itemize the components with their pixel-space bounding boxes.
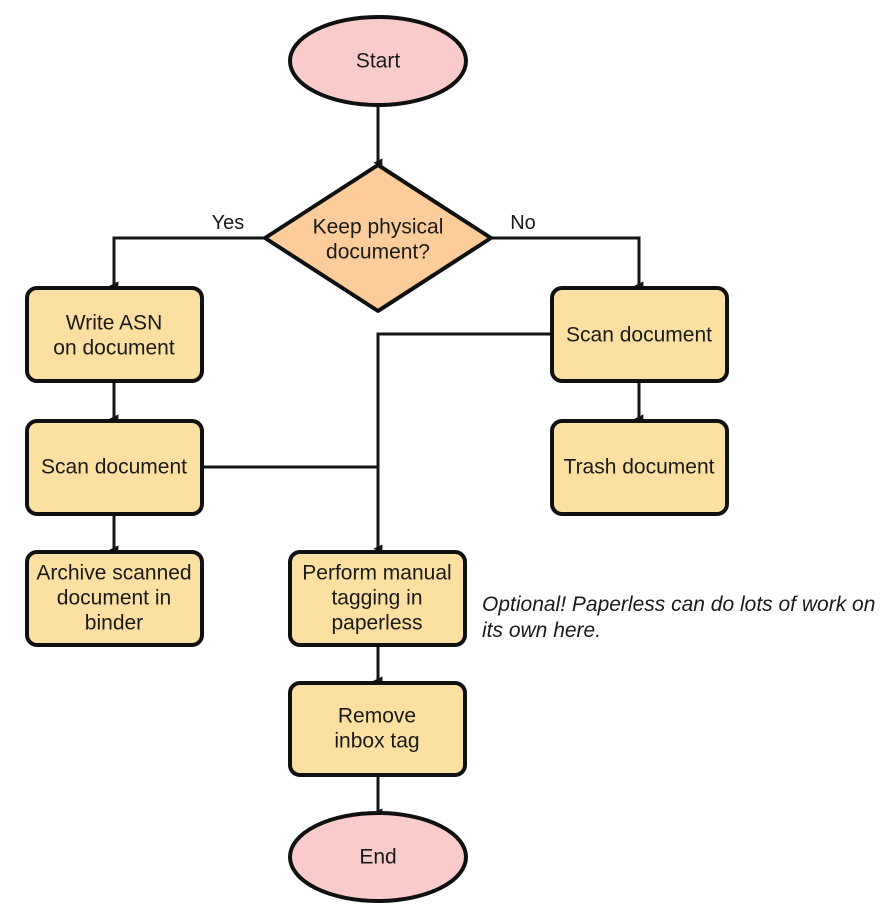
scan-document-right-box[interactable] (550, 286, 729, 383)
node-trash-document[interactable]: Trash document (550, 419, 729, 516)
remove-inbox-tag-label-line2: inbox tag (334, 730, 419, 753)
start-ellipse[interactable] (288, 15, 468, 107)
archive-binder-label-line2: document in (57, 587, 171, 610)
edge-layer (109, 103, 644, 818)
archive-binder-box[interactable] (25, 550, 204, 647)
node-remove-inbox-tag[interactable]: Remove inbox tag (288, 681, 467, 777)
node-write-asn[interactable]: Write ASN on document (25, 286, 204, 383)
end-label: End (359, 846, 396, 869)
trash-document-label: Trash document (564, 456, 715, 479)
node-end[interactable]: End (288, 811, 468, 903)
edge-scan-right-to-manual-tagging (373, 332, 552, 554)
node-scan-document-left[interactable]: Scan document (25, 419, 204, 516)
edge-decision-no-to-scan-right (491, 236, 644, 291)
scan-document-right-label: Scan document (566, 324, 712, 347)
scan-document-left-label: Scan document (41, 456, 187, 479)
edge-label-no: No (510, 212, 536, 234)
decision-label-line2: document? (326, 241, 430, 264)
node-keep-physical-document[interactable]: Keep physical document? (263, 163, 493, 313)
edge-label-layer: Yes No (212, 212, 536, 234)
optional-note-line2: its own here. (482, 619, 601, 642)
edge-label-yes: Yes (212, 212, 245, 234)
optional-note-line1: Optional! Paperless can do lots of work … (482, 593, 875, 616)
end-ellipse[interactable] (288, 811, 468, 903)
manual-tagging-box[interactable] (288, 550, 467, 647)
manual-tagging-label-line3: paperless (331, 612, 422, 635)
scan-document-left-box[interactable] (25, 419, 204, 516)
remove-inbox-tag-box[interactable] (288, 681, 467, 777)
annotation-optional-note: Optional! Paperless can do lots of work … (482, 593, 875, 642)
archive-binder-label-line1: Archive scanned (36, 562, 191, 585)
node-start[interactable]: Start (288, 15, 468, 107)
node-manual-tagging[interactable]: Perform manual tagging in paperless (288, 550, 467, 647)
decision-label-line1: Keep physical (313, 216, 444, 239)
node-archive-binder[interactable]: Archive scanned document in binder (25, 550, 204, 647)
edge-decision-yes-to-write-asn (109, 236, 265, 291)
trash-document-box[interactable] (550, 419, 729, 516)
manual-tagging-label-line1: Perform manual (302, 562, 451, 585)
manual-tagging-label-line2: tagging in (331, 587, 422, 610)
decision-diamond[interactable] (263, 163, 493, 313)
write-asn-label-line2: on document (53, 337, 175, 360)
archive-binder-label-line3: binder (85, 612, 143, 635)
remove-inbox-tag-label-line1: Remove (338, 705, 416, 728)
node-scan-document-right[interactable]: Scan document (550, 286, 729, 383)
start-label: Start (356, 50, 401, 73)
write-asn-label-line1: Write ASN (66, 312, 162, 335)
write-asn-box[interactable] (25, 286, 204, 383)
